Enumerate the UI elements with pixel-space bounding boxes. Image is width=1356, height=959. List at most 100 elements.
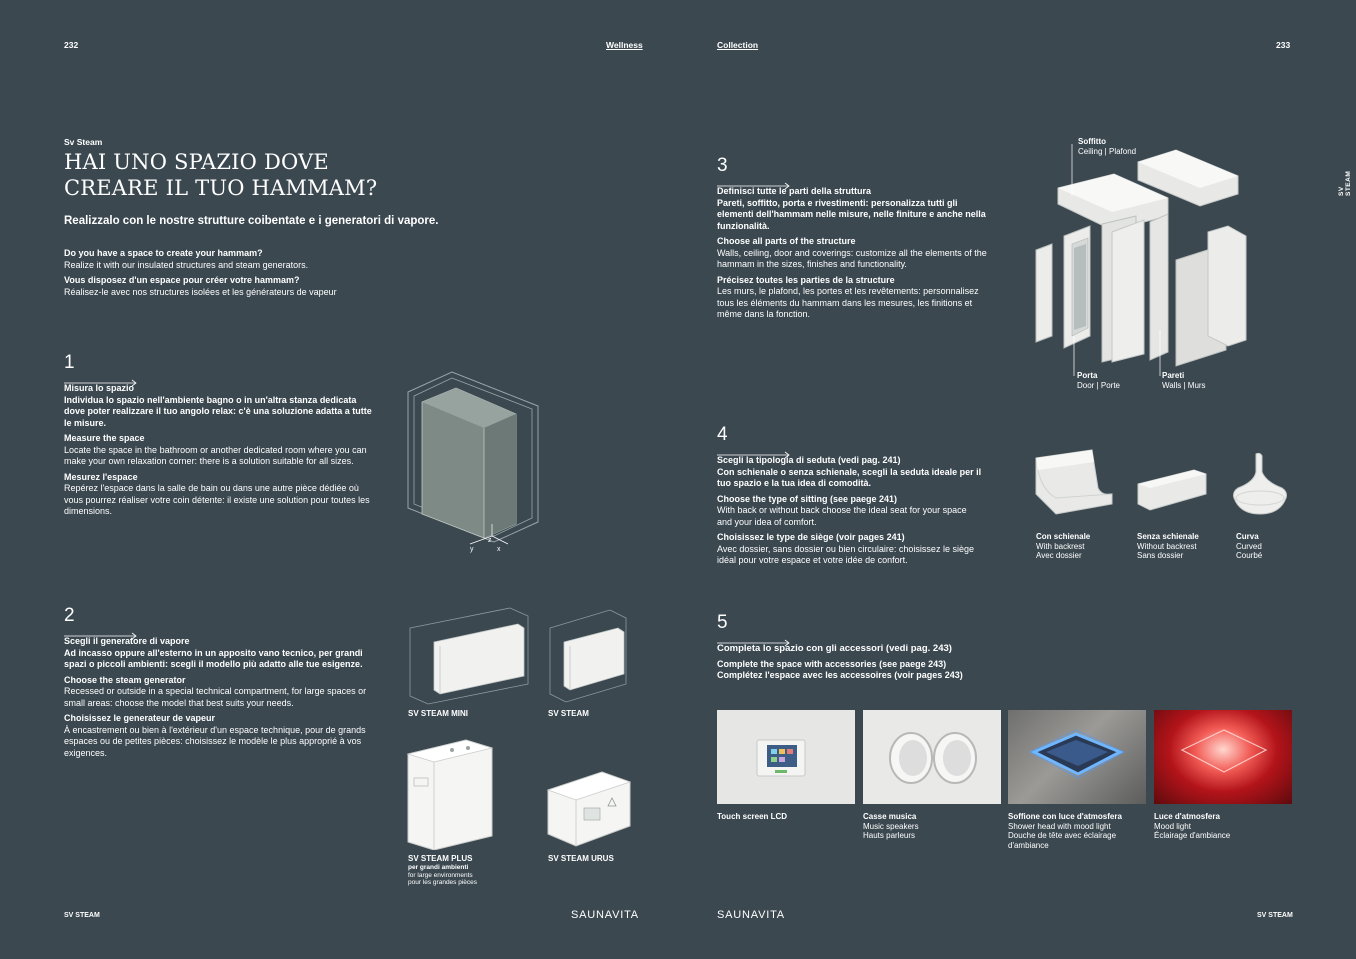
intro-fr-title: Vous disposez d'un espace pour créer vot… xyxy=(64,275,300,285)
accessory-en: Shower head with mood light xyxy=(1008,821,1111,831)
step-en-title: Measure the space xyxy=(64,433,145,443)
section-link-collection[interactable]: Collection xyxy=(717,40,759,50)
step-fr-text: Repérez l'espace dans la salle de bain o… xyxy=(64,483,370,516)
label-sub: Ceiling | Plafond xyxy=(1078,146,1137,156)
accessory-title: Luce d'atmosfera xyxy=(1154,812,1220,821)
accessory-fr: Douche de tête avec éclairage d'ambiance xyxy=(1008,831,1117,850)
arrow-icon xyxy=(64,379,137,387)
space-dimension-diagram: y z x xyxy=(407,371,539,553)
generator-sub-it: per grandi ambienti xyxy=(408,863,469,871)
label-sub: Walls | Murs xyxy=(1162,380,1206,390)
intro-en-title: Do you have a space to create your hamma… xyxy=(64,248,263,258)
accessory-en: Music speakers xyxy=(863,821,919,831)
step-en-title: Complete the space with accessories (see… xyxy=(717,658,947,669)
step-fr-title: Choisissez le generateur de vapeur xyxy=(64,713,216,723)
seat-en: Curved xyxy=(1236,541,1262,551)
step-fr-title: Complétez l'espace avec les accessoires … xyxy=(717,670,963,680)
sv-steam-urus-illustration xyxy=(546,771,632,847)
seat-curved-illustration xyxy=(1233,452,1287,515)
arrow-icon xyxy=(717,182,790,190)
generator-label: SV STEAM URUS xyxy=(548,854,614,864)
step-number: 2 xyxy=(64,605,75,626)
brand-logo-left: SAUNAVITA xyxy=(571,909,639,921)
sv-steam-mini-illustration xyxy=(409,607,529,705)
step-en-title: Choose all parts of the structure xyxy=(717,236,856,246)
step-title: Completa lo spazio con gli accessori (ve… xyxy=(717,643,952,654)
label-title: Porta xyxy=(1077,371,1098,380)
step-it-text: Pareti, soffitto, porta e rivestimenti: … xyxy=(717,197,986,231)
step-fr-text: Les murs, le plafond, les portes et les … xyxy=(717,286,979,319)
seat-with-backrest-illustration xyxy=(1035,449,1113,515)
step-3-text: Definisci tutte le parti della struttura… xyxy=(717,186,992,321)
sv-steam-plus-illustration xyxy=(406,739,494,850)
accessory-photo-moodlight xyxy=(1154,710,1292,804)
accessory-label: Touch screen LCD xyxy=(717,812,787,822)
intro-en-text: Realize it with our insulated structures… xyxy=(64,259,309,270)
step-fr-text: Avec dossier, sans dossier ou bien circu… xyxy=(717,543,974,566)
dimension-label-x: x xyxy=(497,546,501,553)
step-title: Misura lo spazio xyxy=(64,383,135,393)
page-number-left: 232 xyxy=(64,40,79,50)
sv-steam-illustration xyxy=(549,609,627,703)
lead-text: Realizzalo con le nostre strutture coibe… xyxy=(64,215,439,227)
step-title: Scegli il generatore di vapore xyxy=(64,636,190,646)
seat-fr: Courbé xyxy=(1236,551,1263,560)
step-number: 3 xyxy=(717,155,728,176)
accessory-en: Mood light xyxy=(1154,821,1191,831)
generator-label: SV STEAM MINI xyxy=(408,709,468,719)
label-sub: Door | Porte xyxy=(1077,380,1120,390)
step-it-text: Con schienale o senza schienale, scegli … xyxy=(717,466,982,489)
dimension-label-z: z xyxy=(488,537,492,544)
accessory-fr: Éclairage d'ambiance xyxy=(1154,831,1231,840)
generator-sub-fr: pour les grandes pièces xyxy=(408,879,478,886)
accessory-title: Casse musica xyxy=(863,812,917,821)
generator-name: SV STEAM PLUS xyxy=(408,854,473,863)
step-number: 1 xyxy=(64,352,75,373)
title-line-2: CREARE IL TUO HAMMAM? xyxy=(64,176,378,200)
seat-title: Senza schienale xyxy=(1137,532,1199,541)
step-1: 1 xyxy=(64,352,138,392)
accessory-photo-speakers xyxy=(863,710,1001,804)
step-en-title: Choose the type of sitting (see paege 24… xyxy=(717,493,898,504)
step-4: 4 xyxy=(717,424,791,464)
seat-fr: Sans dossier xyxy=(1137,551,1184,560)
seat-title: Curva xyxy=(1236,532,1259,541)
accessory-title: Touch screen LCD xyxy=(717,812,788,821)
generator-name: SV STEAM MINI xyxy=(408,709,469,718)
page-title: HAI UNO SPAZIO DOVE CREARE IL TUO HAMMAM… xyxy=(64,149,377,201)
step-5-text: Completa lo spazio con gli accessori (ve… xyxy=(717,643,1017,682)
accessory-title: Soffione con luce d'atmosfera xyxy=(1008,812,1122,821)
seat-en: With backrest xyxy=(1036,541,1085,551)
step-en-text: Walls, ceiling, door and coverings: cust… xyxy=(717,247,987,270)
intro-translations: Do you have a space to create your hamma… xyxy=(64,248,384,298)
brand-logo-right: SAUNAVITA xyxy=(717,909,785,921)
step-title: Scegli la tipologia di seduta (vedi pag.… xyxy=(717,455,901,465)
generator-label: SV STEAM xyxy=(548,709,589,719)
step-fr-title: Précisez toutes les parties de la struct… xyxy=(717,274,895,285)
step-5: 5 xyxy=(717,612,791,652)
arrow-icon xyxy=(64,632,137,640)
intro-fr-text: Réalisez-le avec nos structures isolées … xyxy=(64,286,337,297)
step-it-text: Ad incasso oppure all'esterno in un appo… xyxy=(64,647,363,670)
accessory-photo-touchscreen xyxy=(717,710,855,804)
dimension-label-y: y xyxy=(470,546,474,553)
section-link-wellness[interactable]: Wellness xyxy=(606,40,643,50)
page-number-right: 233 xyxy=(1276,40,1291,50)
step-en-text: Recessed or outside in a special technic… xyxy=(64,686,367,708)
footer-tag-right: SV STEAM xyxy=(1257,912,1293,919)
step-2: 2 xyxy=(64,605,138,645)
seat-en: Without backrest xyxy=(1137,541,1197,551)
arrow-icon xyxy=(717,639,790,647)
seat-fr: Avec dossier xyxy=(1036,551,1082,560)
step-4-text: Scegli la tipologia di seduta (vedi pag.… xyxy=(717,455,982,567)
